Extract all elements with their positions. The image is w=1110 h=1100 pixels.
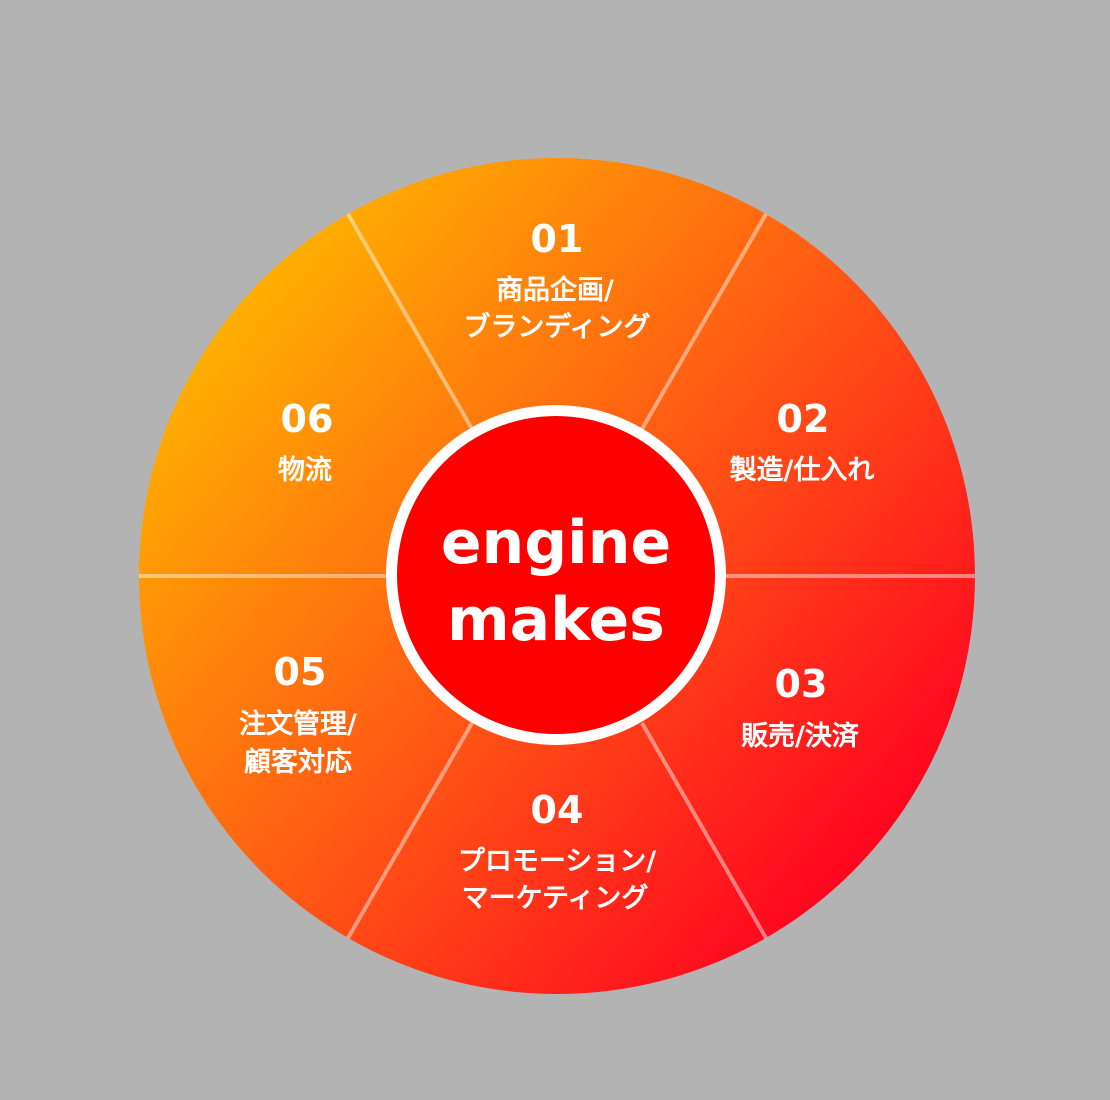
segment-number: 02: [777, 397, 830, 441]
segment-number: 01: [531, 217, 584, 261]
segment-05: 05 注文管理/ 顧客対応: [239, 650, 357, 778]
segment-number: 03: [775, 662, 828, 706]
segment-label: 商品企画/: [496, 274, 614, 306]
core-title-line1: engine: [441, 508, 671, 578]
segment-02: 02 製造/仕入れ: [730, 397, 875, 486]
divider-top-left: [346, 213, 474, 430]
segment-number: 05: [274, 650, 327, 694]
core-circle: [397, 416, 715, 734]
segment-label: プロモーション/: [458, 846, 656, 877]
segment-label: 販売/決済: [741, 720, 860, 752]
segment-label: 物流: [278, 455, 332, 486]
segment-01: 01 商品企画/ ブランディング: [463, 217, 650, 343]
segment-number: 06: [281, 397, 334, 441]
segment-number: 04: [531, 788, 584, 832]
divider-top-right: [640, 213, 768, 430]
segment-03: 03 販売/決済: [741, 662, 860, 752]
divider-bottom-right: [640, 722, 768, 939]
core-title-line2: makes: [447, 585, 665, 655]
segment-04: 04 プロモーション/ マーケティング: [458, 788, 656, 914]
segment-label: 顧客対応: [244, 746, 352, 778]
segment-dividers: [139, 213, 975, 939]
segment-label: ブランディング: [463, 311, 650, 343]
segment-label: 注文管理/: [239, 708, 357, 740]
segment-label: 製造/仕入れ: [730, 455, 875, 486]
divider-bottom-left: [346, 722, 474, 939]
segment-label: マーケティング: [462, 882, 649, 914]
segment-06: 06 物流: [278, 397, 333, 486]
